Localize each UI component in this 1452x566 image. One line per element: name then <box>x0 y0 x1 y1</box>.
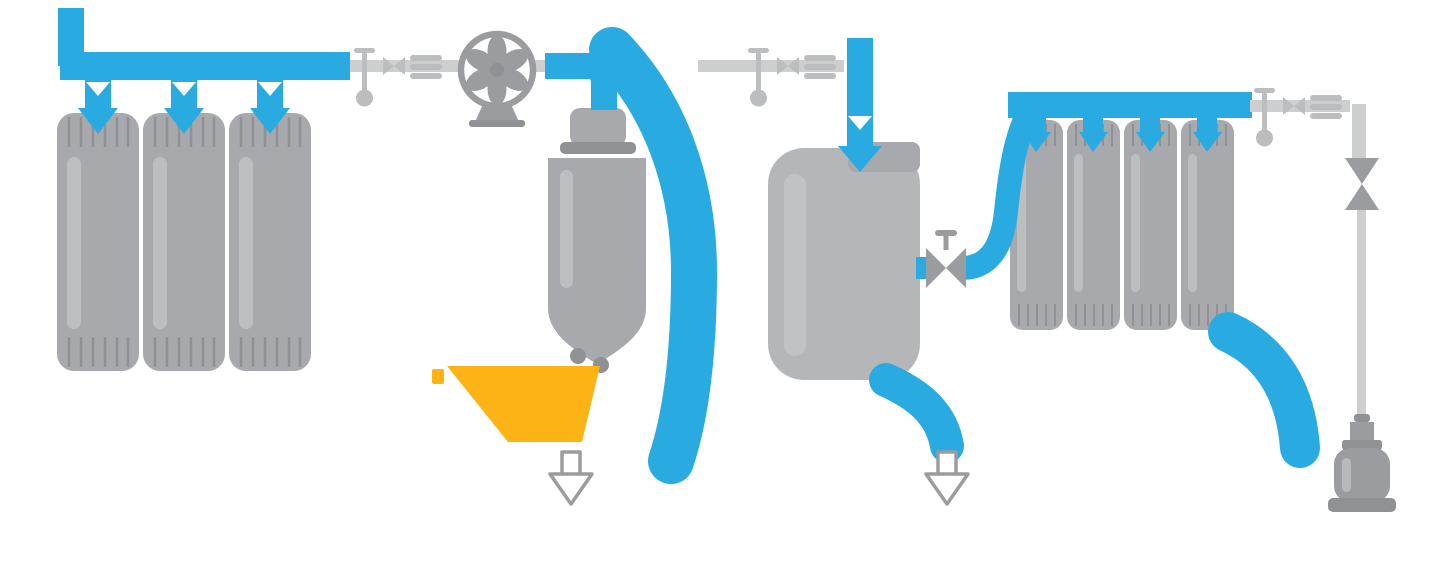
flow-arrowhead <box>78 108 118 134</box>
flow-arrowhead <box>164 108 204 134</box>
cylinder <box>1180 119 1235 331</box>
receiver-outlet-valve-icon <box>926 230 966 288</box>
cylinder <box>1066 119 1121 331</box>
flow-chevron <box>258 82 282 96</box>
downflow-swoosh <box>589 27 718 484</box>
flow-arrowhead <box>250 108 290 134</box>
separator-drain-port <box>570 348 586 364</box>
fan-hub <box>490 63 504 77</box>
condensate-drain-arrow <box>924 450 970 506</box>
dryer-outlet-swoosh <box>1208 312 1320 468</box>
flow-arrowhead <box>1136 132 1165 152</box>
condensate-collector <box>432 366 600 442</box>
cylinder <box>1123 119 1178 331</box>
thermometer-filter-set <box>744 48 844 107</box>
thermometer-filter-set <box>1250 88 1350 147</box>
receiver-tank <box>768 142 920 380</box>
flow-arrowhead <box>1022 132 1051 152</box>
receiver-drain-swoosh <box>869 363 964 463</box>
inlet-cylinder-bank <box>55 111 313 373</box>
cylinder <box>227 111 313 373</box>
flow-chevron <box>172 82 196 96</box>
flow-arrowhead <box>1079 132 1108 152</box>
flow-chevron <box>848 116 872 130</box>
cylinder <box>55 111 141 373</box>
outlet-filter-unit <box>1328 414 1396 512</box>
thermometer-filter-set <box>350 48 450 107</box>
fan-blades <box>465 35 529 105</box>
flow-arrowhead <box>838 146 882 172</box>
flow-chevron <box>86 82 110 96</box>
flow-arrowhead <box>1193 132 1222 152</box>
dryer-cylinder-bank <box>1009 119 1235 331</box>
outlet-line-valve-icon <box>1345 158 1379 210</box>
cooling-fan-icon <box>457 30 537 127</box>
flow-arrows <box>78 82 1222 172</box>
condensate-drain-arrow <box>548 450 594 506</box>
cylinder <box>141 111 227 373</box>
separator-vessel <box>548 108 646 373</box>
